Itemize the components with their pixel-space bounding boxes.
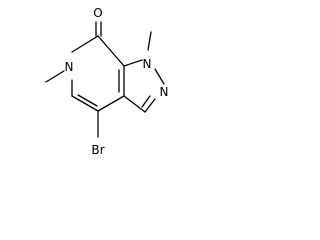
bond-c7-n6 xyxy=(71,35,99,53)
bond-c3-c3a xyxy=(123,95,146,113)
bond-c7a-c7 xyxy=(97,35,125,67)
bond-c5-c4-inner xyxy=(77,94,98,107)
structure-canvas: O N N N Br xyxy=(0,0,178,178)
atom-nitrogen-6: N xyxy=(65,60,74,74)
atom-nitrogen-1: N xyxy=(143,57,152,71)
molecule-diagram: O N N N Br xyxy=(45,6,169,157)
bond-n1-n2 xyxy=(154,68,165,85)
bond-n6-methyl xyxy=(45,70,65,83)
atom-oxygen: O xyxy=(93,6,102,20)
bond-n1-methyl xyxy=(147,31,152,51)
bond-n2-c3-inner xyxy=(141,95,151,108)
atom-bromine: Br xyxy=(91,143,104,157)
bond-n2-c3 xyxy=(144,98,156,113)
bond-c7a-n1 xyxy=(123,59,143,67)
bond-c5-c4 xyxy=(71,95,99,112)
bond-c4-c3a xyxy=(97,95,125,112)
atom-nitrogen-2: N xyxy=(160,85,169,99)
